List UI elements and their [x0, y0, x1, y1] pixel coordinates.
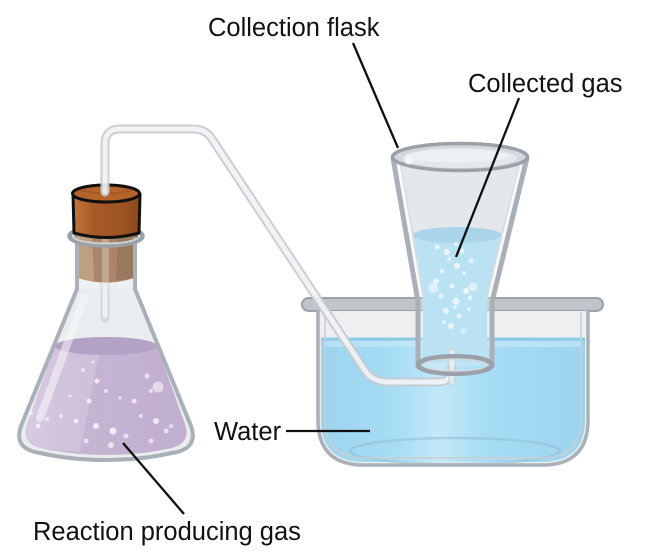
bath-outline	[316, 309, 590, 467]
label-reaction-producing-gas: Reaction producing gas	[33, 518, 301, 546]
cork-lower-through-glass	[74, 232, 138, 289]
collection-flask-base	[390, 141, 530, 173]
collection-bubbles	[428, 242, 478, 334]
collection-flask-glass	[393, 158, 527, 366]
reaction-bubbles	[29, 360, 173, 448]
collected-gas-space	[401, 160, 519, 235]
cork-stopper	[71, 183, 142, 239]
collection-flask-outline-right	[489, 155, 530, 365]
reaction-flask-outline	[17, 237, 195, 462]
reaction-liquid-highlight	[26, 346, 100, 452]
bath-water	[321, 338, 585, 462]
leader-reaction	[122, 442, 185, 515]
reaction-flask-sheen	[36, 294, 88, 422]
leader-lines	[122, 42, 521, 515]
reaction-liquid-surface	[55, 337, 157, 355]
collection-flask	[390, 141, 530, 386]
collection-flask-innerline-left	[399, 160, 425, 301]
collection-flask-innerline-right	[485, 160, 521, 301]
reaction-liquid	[25, 346, 187, 455]
collection-flask-water-surface	[412, 227, 503, 243]
collection-flask-mouth	[415, 354, 495, 376]
water-bath	[301, 297, 604, 467]
reaction-flask	[17, 183, 195, 462]
leader-collected-gas	[454, 97, 521, 258]
leader-collection-flask	[351, 42, 400, 149]
label-collected-gas: Collected gas	[468, 70, 623, 98]
delivery-tube	[100, 124, 457, 387]
bath-inner-wall-line	[324, 312, 582, 459]
label-collection-flask: Collection flask	[208, 14, 380, 42]
label-water: Water	[214, 418, 282, 446]
collection-flask-outline-left	[390, 155, 421, 365]
